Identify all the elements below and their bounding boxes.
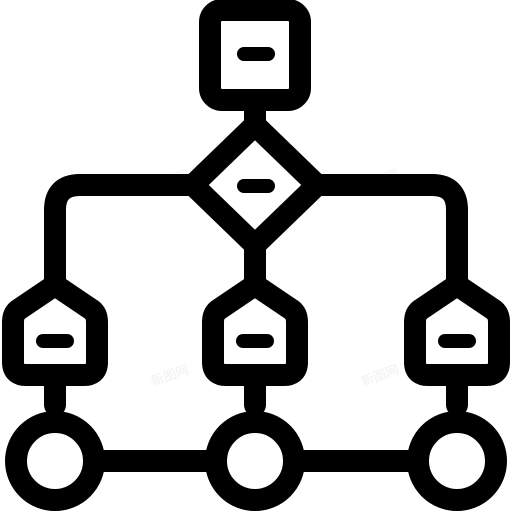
circle-middle-node: [205, 411, 305, 511]
decision-minus-icon: [237, 179, 275, 193]
circle-left-node: [5, 411, 105, 511]
edge-decision-right: [306, 174, 468, 294]
root-minus-icon: [237, 47, 275, 61]
decision-node: [182, 114, 328, 256]
circle-right-node: [407, 411, 507, 511]
right-minus-icon: [438, 334, 476, 348]
root-node: [199, 0, 311, 111]
middle-minus-icon: [236, 334, 274, 348]
middle-node: [202, 274, 308, 386]
edge-decision-left: [44, 174, 204, 294]
left-minus-icon: [36, 334, 74, 348]
right-node: [404, 274, 510, 386]
left-node: [2, 274, 108, 386]
